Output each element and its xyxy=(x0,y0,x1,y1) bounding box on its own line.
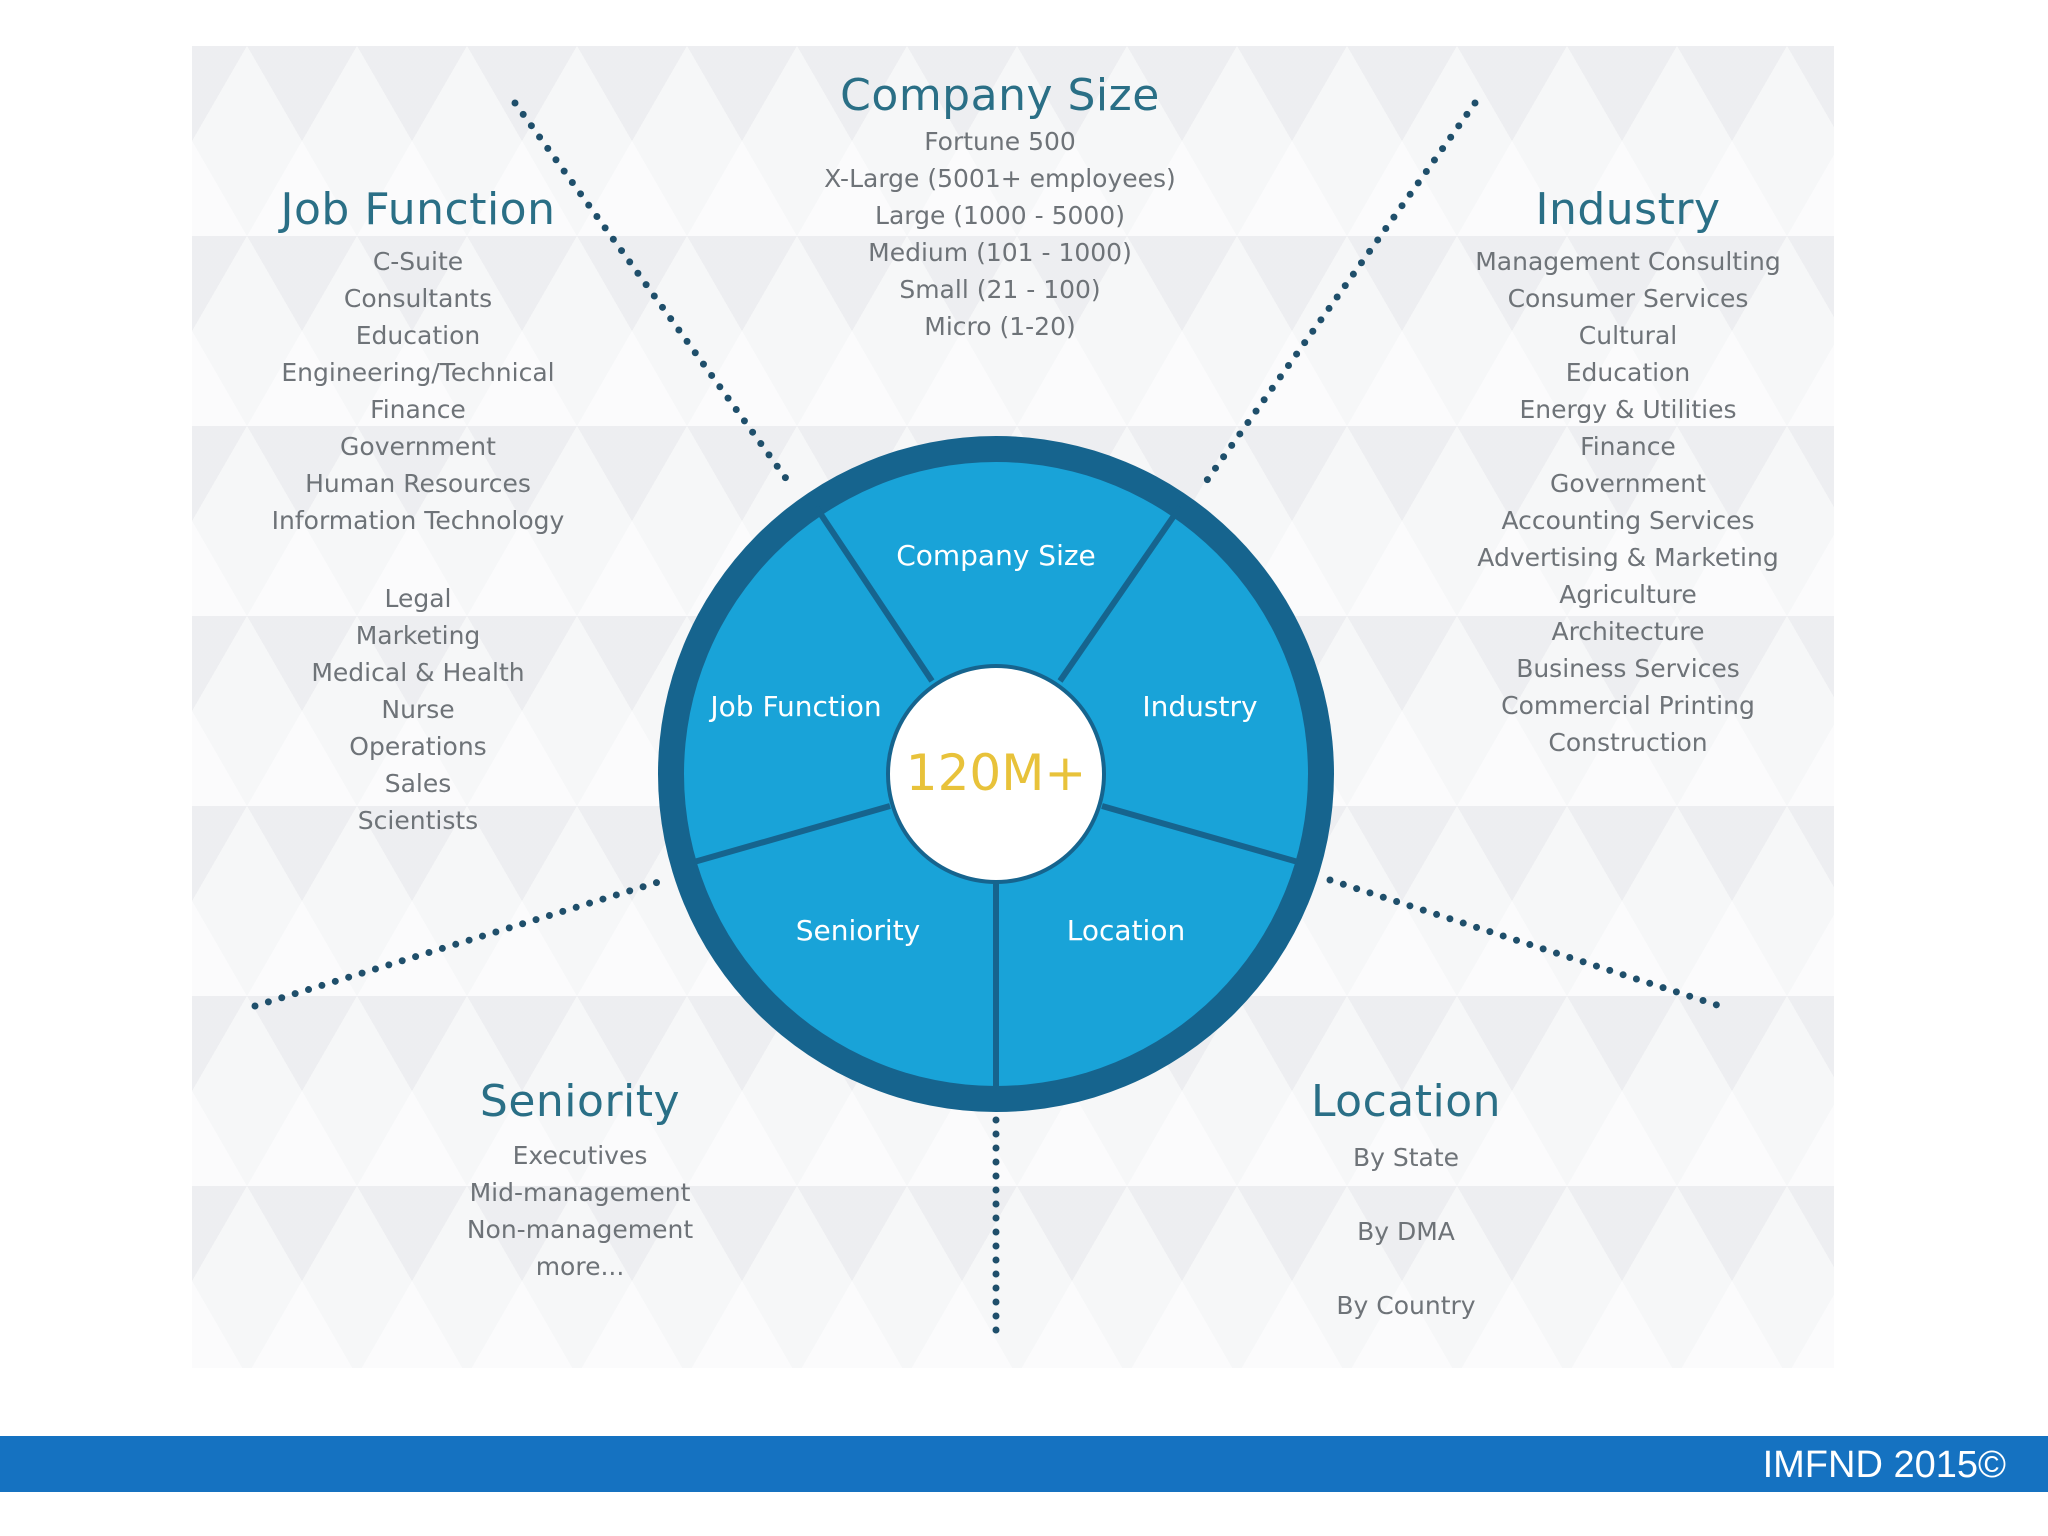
company-size-title: Company Size xyxy=(840,70,1160,121)
list-item: Marketing xyxy=(355,621,481,650)
location-block: Location By State By DMA By Country xyxy=(1266,1076,1546,1330)
list-item: Information Technology xyxy=(271,506,565,535)
company-size-list: Fortune 500 X-Large (5001+ employees) La… xyxy=(770,129,1230,351)
connector-industry xyxy=(1196,99,1479,494)
list-item: more... xyxy=(535,1252,625,1281)
footer-copyright: IMFND 2015© xyxy=(1762,1444,2006,1486)
segment-label-job-function: Job Function xyxy=(708,690,881,723)
list-item: Nurse xyxy=(381,695,455,724)
seniority-block: Seniority Executives Mid-management Non-… xyxy=(430,1076,730,1291)
list-item: Advertising & Marketing xyxy=(1477,543,1779,572)
list-item: Management Consulting xyxy=(1475,247,1781,276)
job-function-block: Job Function C-Suite Consultants Educati… xyxy=(250,184,586,845)
center-hub xyxy=(886,664,1106,884)
list-item: Construction xyxy=(1548,728,1708,757)
list-item: Government xyxy=(340,432,496,461)
location-list: By State By DMA By Country xyxy=(1266,1145,1546,1330)
industry-list: Management Consulting Consumer Services … xyxy=(1455,249,1801,767)
list-item: Operations xyxy=(349,732,487,761)
list-item: Agriculture xyxy=(1559,580,1697,609)
list-item: Business Services xyxy=(1516,654,1740,683)
list-item: Engineering/Technical xyxy=(281,358,555,387)
list-item: C-Suite xyxy=(372,247,464,276)
list-item: Micro (1-20) xyxy=(924,312,1076,341)
divider-1 xyxy=(813,505,935,683)
seniority-list: Executives Mid-management Non-management… xyxy=(430,1143,730,1291)
job-function-list: C-Suite Consultants Education Engineerin… xyxy=(250,249,586,845)
segment-label-location: Location xyxy=(1067,914,1185,947)
list-item: Consumer Services xyxy=(1507,284,1749,313)
list-item: By Country xyxy=(1336,1291,1476,1320)
connector-job-function xyxy=(511,99,794,488)
list-item: Mid-management xyxy=(469,1178,691,1207)
list-item: Medium (101 - 1000) xyxy=(868,238,1132,267)
list-item: Cultural xyxy=(1578,321,1678,350)
list-item: Architecture xyxy=(1551,617,1705,646)
list-item: Education xyxy=(355,321,481,350)
industry-block: Industry Management Consulting Consumer … xyxy=(1455,184,1801,767)
list-item: Medical & Health xyxy=(311,658,525,687)
list-item: Education xyxy=(1565,358,1691,387)
segment-label-company-size: Company Size xyxy=(896,539,1096,572)
list-item: By DMA xyxy=(1357,1217,1455,1246)
list-item: Government xyxy=(1550,469,1706,498)
list-item: Scientists xyxy=(357,806,479,835)
connector-seniority xyxy=(251,876,669,1010)
divider-4 xyxy=(1101,803,1299,865)
list-item: Accounting Services xyxy=(1501,506,1755,535)
industry-title: Industry xyxy=(1535,184,1721,235)
list-item: Sales xyxy=(384,769,452,798)
list-item: Fortune 500 xyxy=(924,127,1076,156)
job-function-title: Job Function xyxy=(280,184,556,235)
list-item: Commercial Printing xyxy=(1501,691,1755,720)
location-title: Location xyxy=(1310,1076,1502,1127)
list-item: Large (1000 - 5000) xyxy=(875,201,1125,230)
footer-bar: IMFND 2015© xyxy=(0,1436,2048,1492)
list-item: Legal xyxy=(384,584,452,613)
list-item: Non-management xyxy=(466,1215,694,1244)
list-item: Executives xyxy=(512,1141,648,1170)
divider-3 xyxy=(693,803,891,865)
list-item: Energy & Utilities xyxy=(1519,395,1737,424)
segment-label-seniority: Seniority xyxy=(796,914,921,947)
divider-2 xyxy=(1057,505,1183,683)
connector-location xyxy=(1326,876,1724,1010)
list-item: By State xyxy=(1352,1143,1460,1172)
company-size-block: Company Size Fortune 500 X-Large (5001+ … xyxy=(770,70,1230,351)
list-item: Finance xyxy=(370,395,466,424)
segment-label-industry: Industry xyxy=(1142,690,1257,723)
list-item: Human Resources xyxy=(305,469,531,498)
list-item: Consultants xyxy=(343,284,493,313)
list-item: Small (21 - 100) xyxy=(899,275,1101,304)
list-item: X-Large (5001+ employees) xyxy=(824,164,1176,193)
center-value: 120M+ xyxy=(906,744,1086,802)
list-item: Finance xyxy=(1580,432,1676,461)
seniority-title: Seniority xyxy=(479,1076,681,1127)
